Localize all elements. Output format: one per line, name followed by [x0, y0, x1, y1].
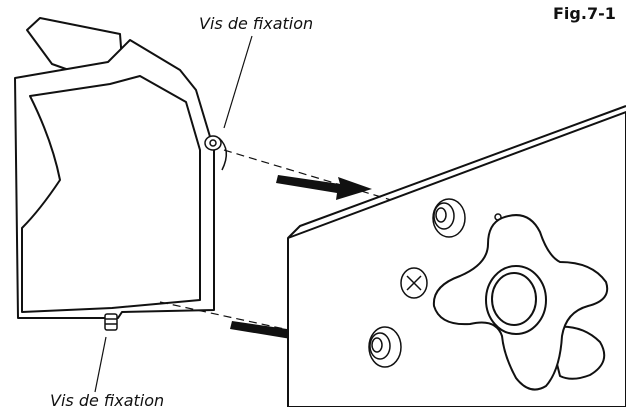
cover-body [14, 39, 215, 319]
cover-inner-edge [21, 75, 201, 313]
figure-label: Fig.7-1 [553, 4, 616, 23]
bottom-screw-leader [94, 336, 107, 393]
side-cover [14, 17, 215, 319]
top-direction-arrow [276, 175, 372, 200]
panel-cross-screw [400, 267, 428, 299]
panel-top-boss [432, 198, 466, 238]
cover-top-screw [204, 135, 228, 171]
bottom-screw-label: Vis de fixation [50, 391, 165, 407]
bottom-guide-line [159, 301, 373, 349]
panel-bottom-boss [368, 326, 402, 368]
cover-bottom-screw [104, 313, 118, 331]
knob [432, 214, 609, 391]
top-screw-label: Vis de fixation [199, 14, 314, 33]
top-screw-leader [223, 35, 253, 129]
